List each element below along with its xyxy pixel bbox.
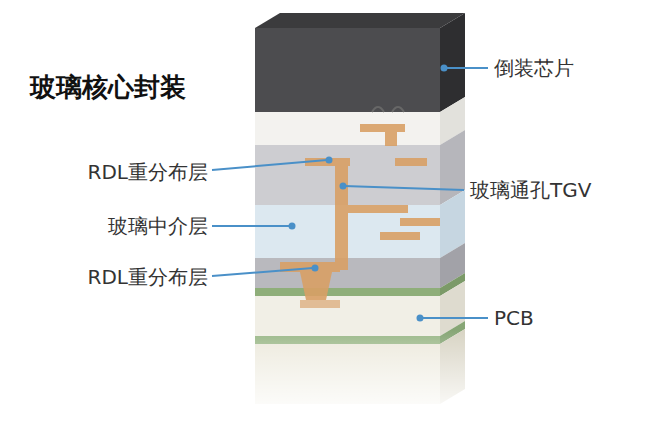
- part-label: RDL重分布层: [88, 264, 208, 290]
- leader-lines: [212, 68, 488, 318]
- part-label: RDL重分布层: [88, 159, 208, 185]
- part-label: PCB: [494, 305, 534, 331]
- underfill-layer: [255, 112, 440, 145]
- diagram-title: 玻璃核心封装: [30, 74, 186, 100]
- chip-top: [255, 13, 465, 28]
- chip-side: [440, 13, 465, 112]
- pcb-solder-mask: [255, 288, 440, 296]
- fade-overlay: [250, 330, 470, 410]
- part-label: 玻璃中介层: [108, 213, 208, 239]
- copper-features: [280, 107, 440, 308]
- flip-chip: [255, 28, 440, 112]
- leader-dots: [289, 65, 448, 322]
- part-label: 倒装芯片: [494, 55, 574, 81]
- part-label: 玻璃通孔TGV: [470, 177, 591, 203]
